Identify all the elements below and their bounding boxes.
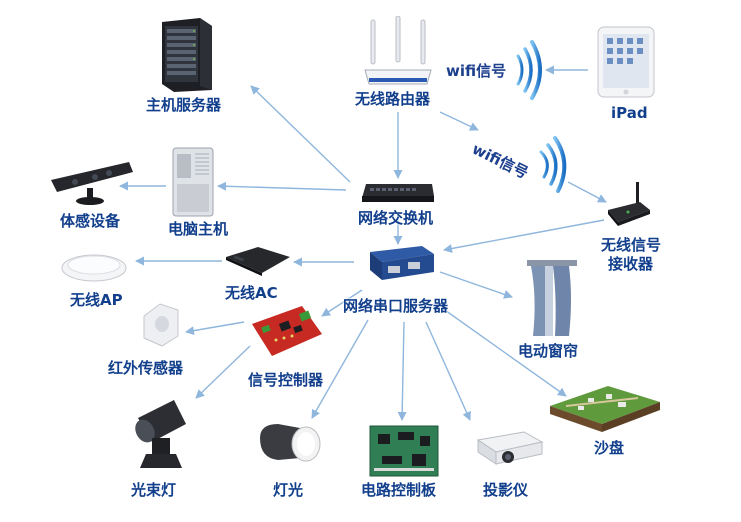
electric-curtain-icon (523, 258, 579, 338)
arrow-serial-to-lamp (311, 319, 369, 419)
wireless-receiver-label-line1: 无线信号 (601, 236, 662, 254)
arrow-serial-to-sandtable (441, 307, 567, 397)
lamp-icon (256, 418, 324, 466)
arrow-wifi2-to-receiver (567, 181, 607, 203)
main-server-label: 主机服务器 (146, 96, 222, 114)
arrow-receiver-to-serial (443, 219, 605, 253)
arrow-switch-to-computer (217, 181, 347, 191)
electric-curtain-label: 电动窗帘 (518, 342, 579, 360)
arrow-serial-to-board (397, 321, 407, 421)
circuit-board-icon (368, 424, 440, 478)
circuit-board-label: 电路控制板 (361, 481, 437, 499)
beam-light-label: 光束灯 (131, 481, 177, 499)
arrow-serial-to-signal (321, 289, 363, 317)
sand-table-model-icon (548, 384, 662, 436)
wifi-signal-label-1: wifi信号 (446, 62, 507, 80)
wireless-ac-label: 无线AC (225, 284, 278, 302)
desktop-tower-icon (170, 146, 216, 218)
ipad-icon (597, 26, 655, 98)
ipad-label: iPad (611, 104, 648, 122)
arrow-signal-to-infrared (185, 321, 245, 336)
kinect-sensor-icon (47, 158, 135, 208)
network-switch-icon (360, 182, 436, 204)
wireless-router-icon (361, 15, 435, 88)
wireless-ap-icon (60, 250, 128, 282)
projector-icon (474, 428, 544, 466)
wireless-ap-label: 无线AP (70, 291, 123, 309)
infrared-sensor-label: 红外传感器 (108, 359, 184, 377)
arrow-serial-to-projector (425, 321, 471, 421)
server-rack-icon (156, 16, 218, 92)
arrow-signal-to-beamlight (195, 345, 251, 399)
somatosensory-label: 体感设备 (60, 212, 121, 230)
arrow-switch-to-server (250, 85, 351, 183)
serial-server-label: 网络串口服务器 (343, 297, 449, 315)
sand-table-label: 沙盘 (594, 439, 625, 457)
signal-controller-board-icon (250, 304, 324, 358)
arrow-serial-to-curtain (439, 271, 513, 299)
wireless-receiver-label-line2: 接收器 (608, 255, 654, 273)
wireless-receiver-icon (604, 182, 652, 228)
beam-light-icon (128, 398, 192, 470)
signal-controller-label: 信号控制器 (248, 371, 324, 389)
wifi-signal-icon (516, 40, 542, 100)
wifi-signal-icon (539, 136, 567, 193)
arrow-router-to-wifi2 (439, 111, 479, 131)
projector-label: 投影仪 (483, 481, 529, 499)
infrared-sensor-icon (138, 300, 184, 348)
serial-server-icon (364, 244, 438, 282)
network-switch-label: 网络交换机 (358, 209, 434, 227)
wireless-router-label: 无线路由器 (355, 90, 431, 108)
wireless-ac-icon (222, 245, 292, 277)
computer-host-label: 电脑主机 (168, 220, 229, 238)
lamp-label: 灯光 (273, 481, 304, 499)
